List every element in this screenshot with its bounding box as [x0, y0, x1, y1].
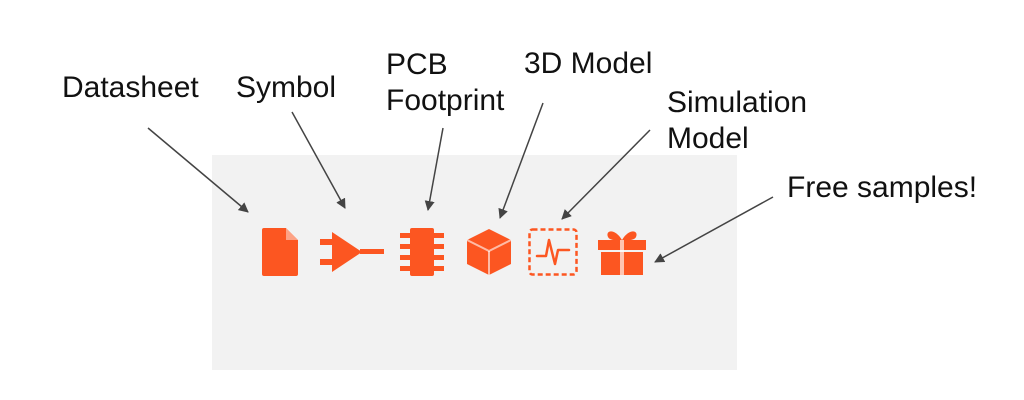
label-3d-model: 3D Model	[524, 47, 653, 80]
label-symbol: Symbol	[236, 71, 337, 104]
waveform-icon[interactable]	[528, 228, 578, 276]
label-datasheet: Datasheet	[62, 71, 199, 104]
arrow-free-samples	[654, 196, 774, 263]
label-free-samples: Free samples!	[787, 171, 978, 204]
chip-footprint-icon[interactable]	[400, 228, 444, 276]
arrow-pcb-footprint	[424, 127, 444, 211]
file-icon[interactable]	[262, 228, 298, 276]
label-pcb-footprint: PCB Footprint	[386, 48, 505, 117]
cube-icon[interactable]	[466, 228, 512, 276]
arrow-symbol	[291, 111, 346, 209]
label-simulation-model: Simulation Model	[667, 86, 808, 155]
arrow-3d-model	[498, 102, 544, 219]
arrow-simulation-model	[561, 129, 651, 220]
schematic-symbol-icon[interactable]	[320, 230, 384, 274]
arrow-datasheet	[147, 127, 249, 213]
gift-icon[interactable]	[597, 226, 647, 276]
